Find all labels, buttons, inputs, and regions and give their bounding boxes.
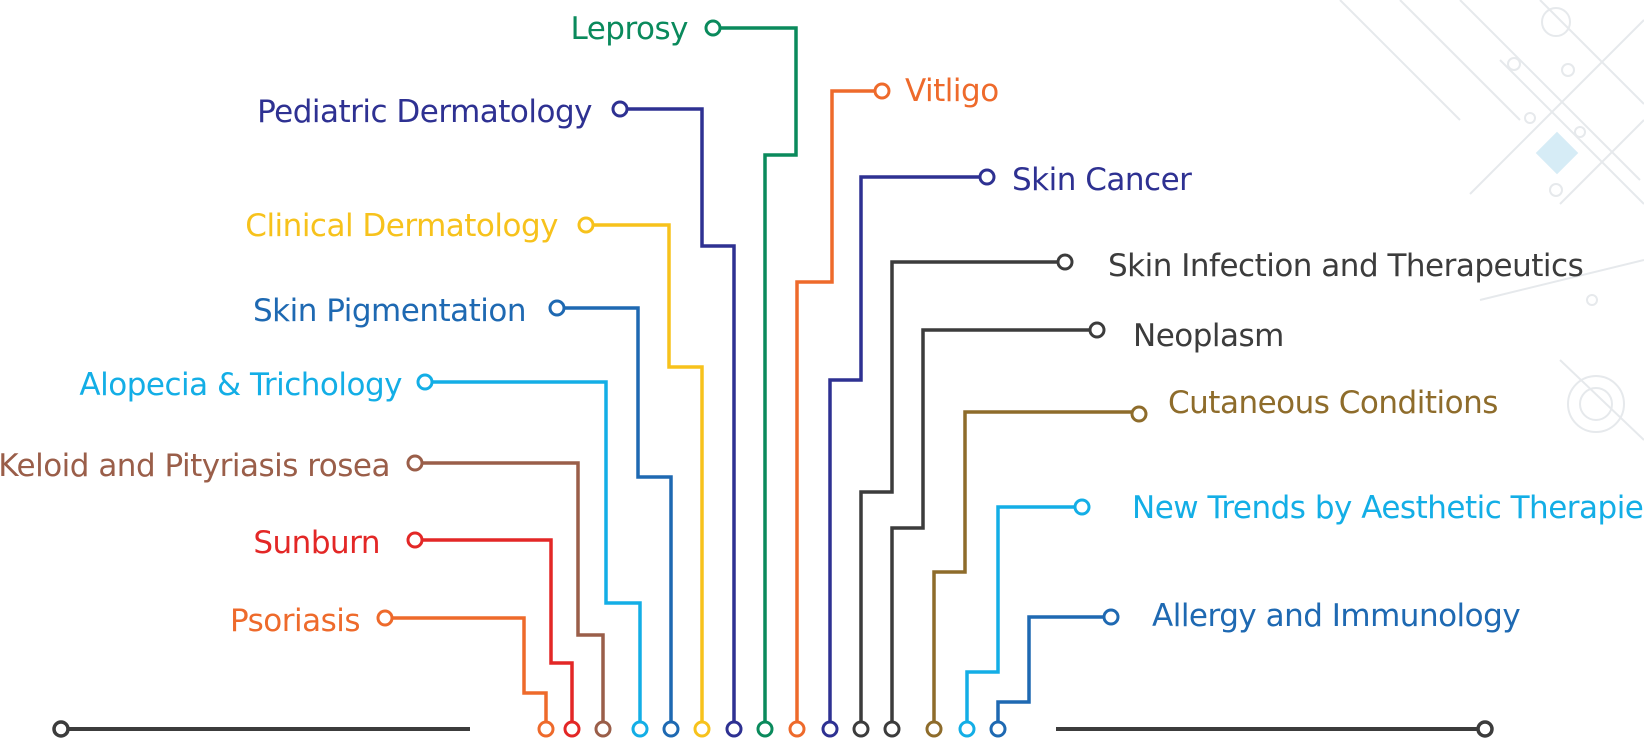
label-leprosy: Leprosy [570, 11, 688, 47]
baseline-right-node [1476, 720, 1494, 738]
bottom-node-skin-infection [852, 720, 870, 738]
end-node-sunburn [406, 531, 424, 549]
end-node-alopecia [416, 373, 434, 391]
bottom-node-cutaneous-conditions [925, 720, 943, 738]
trace-vitiligo [795, 89, 875, 728]
baseline [52, 720, 1494, 738]
end-node-keloid [406, 454, 424, 472]
label-allergy-immunology: Allergy and Immunology [1152, 598, 1520, 634]
end-node-vitiligo [873, 82, 891, 100]
topic-skin-infection-group: Skin Infection and Therapeutics [852, 248, 1584, 738]
bottom-node-skin-cancer [821, 720, 839, 738]
end-node-neoplasm [1088, 321, 1106, 339]
topic-clinical-dermatology-group: Clinical Dermatology [245, 208, 711, 738]
trace-clinical-dermatology [593, 223, 704, 728]
topic-sunburn-group: Sunburn [253, 525, 581, 738]
topic-pediatric-dermatology-group: Pediatric Dermatology [257, 94, 743, 738]
trace-psoriasis [392, 616, 548, 728]
label-skin-pigmentation: Skin Pigmentation [253, 293, 526, 329]
topic-leprosy-group: Leprosy [570, 11, 798, 738]
end-node-new-trends [1073, 498, 1091, 516]
bottom-node-neoplasm [883, 720, 901, 738]
bottom-node-sunburn [563, 720, 581, 738]
trace-allergy-immunology [996, 615, 1104, 728]
end-node-leprosy [704, 19, 722, 37]
end-node-clinical-dermatology [577, 216, 595, 234]
background-circuit-decoration [1339, 0, 1644, 441]
topic-alopecia-group: Alopecia & Trichology [79, 367, 649, 738]
topic-new-trends-group: New Trends by Aesthetic Therapies [958, 490, 1644, 738]
end-node-psoriasis [376, 609, 394, 627]
bottom-node-leprosy [756, 720, 774, 738]
label-skin-cancer: Skin Cancer [1012, 162, 1192, 198]
trace-skin-pigmentation [564, 306, 673, 728]
trace-skin-infection [859, 260, 1058, 728]
label-vitiligo: Vitligo [905, 73, 999, 109]
end-node-allergy-immunology [1102, 608, 1120, 626]
bottom-node-alopecia [631, 720, 649, 738]
label-keloid: Keloid and Pityriasis rosea [0, 448, 390, 484]
label-alopecia: Alopecia & Trichology [79, 367, 402, 403]
trace-sunburn [422, 538, 574, 728]
bottom-node-clinical-dermatology [693, 720, 711, 738]
topic-neoplasm-group: Neoplasm [883, 318, 1284, 738]
trace-pediatric-dermatology [627, 107, 736, 728]
end-node-skin-cancer [978, 168, 996, 186]
topic-allergy-immunology-group: Allergy and Immunology [989, 598, 1521, 738]
trace-neoplasm [890, 328, 1090, 728]
trace-keloid [422, 461, 605, 728]
label-pediatric-dermatology: Pediatric Dermatology [257, 94, 592, 130]
trace-new-trends [965, 505, 1075, 728]
bottom-node-keloid [594, 720, 612, 738]
end-node-skin-pigmentation [548, 299, 566, 317]
trace-alopecia [432, 380, 642, 728]
bottom-node-new-trends [958, 720, 976, 738]
end-node-skin-infection [1056, 253, 1074, 271]
topic-keloid-group: Keloid and Pityriasis rosea [0, 448, 612, 738]
bottom-node-psoriasis [537, 720, 555, 738]
bottom-node-allergy-immunology [989, 720, 1007, 738]
topic-psoriasis-group: Psoriasis [230, 603, 555, 738]
label-psoriasis: Psoriasis [230, 603, 360, 639]
label-clinical-dermatology: Clinical Dermatology [245, 208, 558, 244]
label-sunburn: Sunburn [253, 525, 380, 561]
bottom-node-vitiligo [788, 720, 806, 738]
topic-vitiligo-group: Vitligo [788, 73, 999, 738]
end-node-pediatric-dermatology [611, 100, 629, 118]
bottom-node-pediatric-dermatology [725, 720, 743, 738]
bottom-node-skin-pigmentation [662, 720, 680, 738]
label-neoplasm: Neoplasm [1133, 318, 1284, 354]
topic-skin-pigmentation-group: Skin Pigmentation [253, 293, 680, 738]
label-new-trends: New Trends by Aesthetic Therapies [1132, 490, 1644, 526]
baseline-left-node [52, 720, 70, 738]
topic-cutaneous-conditions-group: Cutaneous Conditions [925, 385, 1498, 738]
end-node-cutaneous-conditions [1130, 405, 1148, 423]
label-skin-infection: Skin Infection and Therapeutics [1108, 248, 1583, 284]
trace-cutaneous-conditions [932, 410, 1132, 728]
trace-skin-cancer [828, 175, 980, 728]
trace-leprosy [720, 26, 798, 728]
label-cutaneous-conditions: Cutaneous Conditions [1168, 385, 1498, 421]
topic-skin-cancer-group: Skin Cancer [821, 162, 1193, 738]
